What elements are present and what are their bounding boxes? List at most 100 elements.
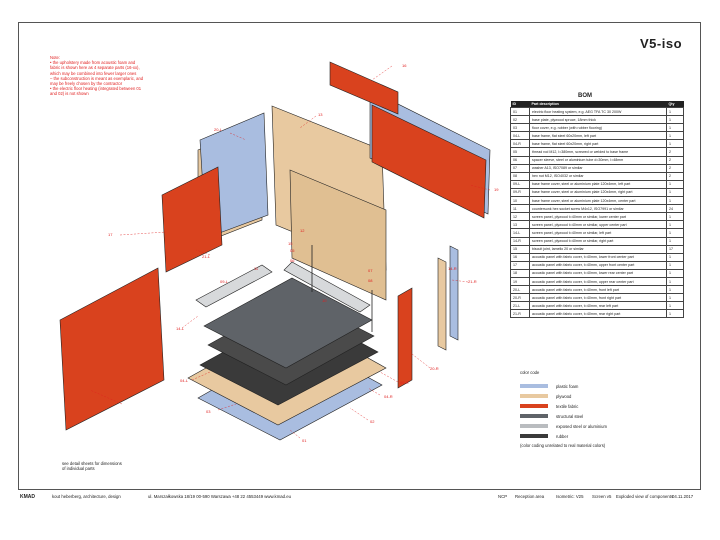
bom-cell-description: hex nut M12, ISO4032 or similar (529, 171, 667, 181)
bom-cell-qty: 1 (666, 196, 684, 206)
leader-line (371, 65, 393, 81)
bom-cell-id: 05 (510, 147, 530, 157)
bom-cell-id: 16 (510, 252, 530, 262)
bom-cell-qty: 17 (666, 244, 684, 254)
bom-cell-qty: 1 (666, 276, 684, 287)
screen-panel-lower (289, 169, 387, 301)
callout-06: 06 (290, 258, 295, 263)
red-note: Note: • the upholstery made from acousti… (50, 55, 200, 97)
bom-cell-description: washer A13, ISO7089 or similar (529, 163, 667, 173)
bom-cell-description: floor cover, e.g. rubber (with rubber fl… (529, 123, 667, 133)
callout-15: 15 (288, 241, 293, 246)
bom-cell-id: 21-R (510, 309, 530, 319)
callout-21-R: 21-R (468, 279, 477, 284)
bom-cell-description: acoustic panel with fabric cover, t=40mm… (529, 276, 667, 287)
legend-swatch (520, 404, 548, 408)
note-line: – the subconstruction is meant as exempl… (50, 75, 144, 81)
bom-cell-qty: 1 (666, 236, 684, 246)
aluminium-cover-right (283, 261, 371, 313)
leader-line (411, 353, 431, 369)
leader-line (349, 407, 369, 421)
legend-swatch (520, 434, 548, 438)
bom-cell-id: 21-L (510, 301, 530, 311)
leader-line (451, 279, 469, 283)
bom-cell-description: screen panel, plywood t=40mm or similar,… (529, 236, 667, 246)
bom-cell-qty: 1 (666, 187, 684, 198)
bom-cell-id: 09-L (510, 179, 530, 189)
callout-08: 08 (368, 278, 373, 283)
legend-footnote: (color coding unrelated to real material… (520, 443, 606, 448)
bom-cell-qty: 1 (666, 268, 684, 278)
legend-item: plastic foam (520, 381, 607, 391)
bom-cell-description: screen panel, plywood t=40mm or similar,… (529, 212, 667, 222)
bom-cell-id: 14-L (510, 228, 530, 238)
bom-cell-qty: 1 (666, 220, 684, 230)
callout-11: 11 (254, 266, 259, 271)
callout-04-R: 04-R (384, 394, 393, 399)
note-line: and 02) is not shown (50, 91, 89, 97)
bom-cell-qty: 2 (666, 171, 684, 181)
fabric-panel-left-upper (161, 166, 223, 273)
bom-title: BOM (578, 93, 592, 99)
bom-cell-qty: 1 (666, 293, 684, 303)
bom-cell-id: 04-R (510, 139, 530, 149)
bom-cell-qty: 1 (666, 260, 684, 270)
leader-line (217, 403, 237, 411)
bom-cell-id: 12 (510, 212, 530, 222)
legend-swatch (520, 384, 548, 388)
bom-header-id: ID (510, 101, 530, 108)
bom-cell-id: 03 (510, 123, 530, 133)
callout-12: 12 (300, 228, 305, 233)
bom-cell-description: electric floor heating system, e.g. AEG … (529, 106, 667, 117)
fabric-panel-top-right (329, 61, 399, 115)
bom-cell-description: acoustic panel with fabric cover, t=40mm… (529, 260, 667, 270)
legend-label: exposed steel or aluminium (556, 423, 607, 429)
callout-13: 13 (318, 112, 323, 117)
screen-name: Screen v5 (592, 494, 612, 499)
note-line: Note: (50, 55, 61, 60)
bom-cell-qty: 1 (666, 301, 684, 311)
project-area: Reception area (515, 494, 545, 499)
legend-item: plywood (520, 391, 607, 401)
bom-cell-description: acoustic panel with fabric cover, t=40mm… (529, 301, 667, 311)
legend-swatch (520, 414, 548, 418)
office-name: kout heberberg, architecture, design (52, 494, 121, 499)
callout-05: 05 (290, 248, 295, 253)
bom-cell-description: acoustic panel with fabric cover, t=40mm… (529, 285, 667, 295)
bom-cell-id: 04-L (510, 131, 530, 141)
bom-cell-qty: 2 (666, 163, 684, 173)
bom-cell-description: base frame, flat steel 60x20mm, left par… (529, 131, 667, 141)
sheet-date: 04.11.2017 (672, 494, 694, 499)
legend-label: plywood (556, 393, 572, 399)
fabric-panel-right (397, 287, 413, 389)
bom-cell-qty: 1 (666, 179, 684, 189)
bom-cell-id: 13 (510, 220, 530, 230)
leader-line (181, 315, 199, 329)
aluminium-cover-left (195, 264, 273, 308)
bom-cell-description: base frame cover, steel or aluminium pla… (529, 179, 667, 189)
bom-cell-qty: 1 (666, 212, 684, 222)
callout-14-L: 14-L (176, 326, 185, 331)
callout-09-R: 09-R (400, 380, 409, 385)
callout-21-L: 21-L (202, 254, 211, 259)
note-line: may be freely chosen by the contractor (50, 81, 123, 87)
bom-cell-description: base frame cover, steel or aluminium pla… (529, 187, 667, 198)
